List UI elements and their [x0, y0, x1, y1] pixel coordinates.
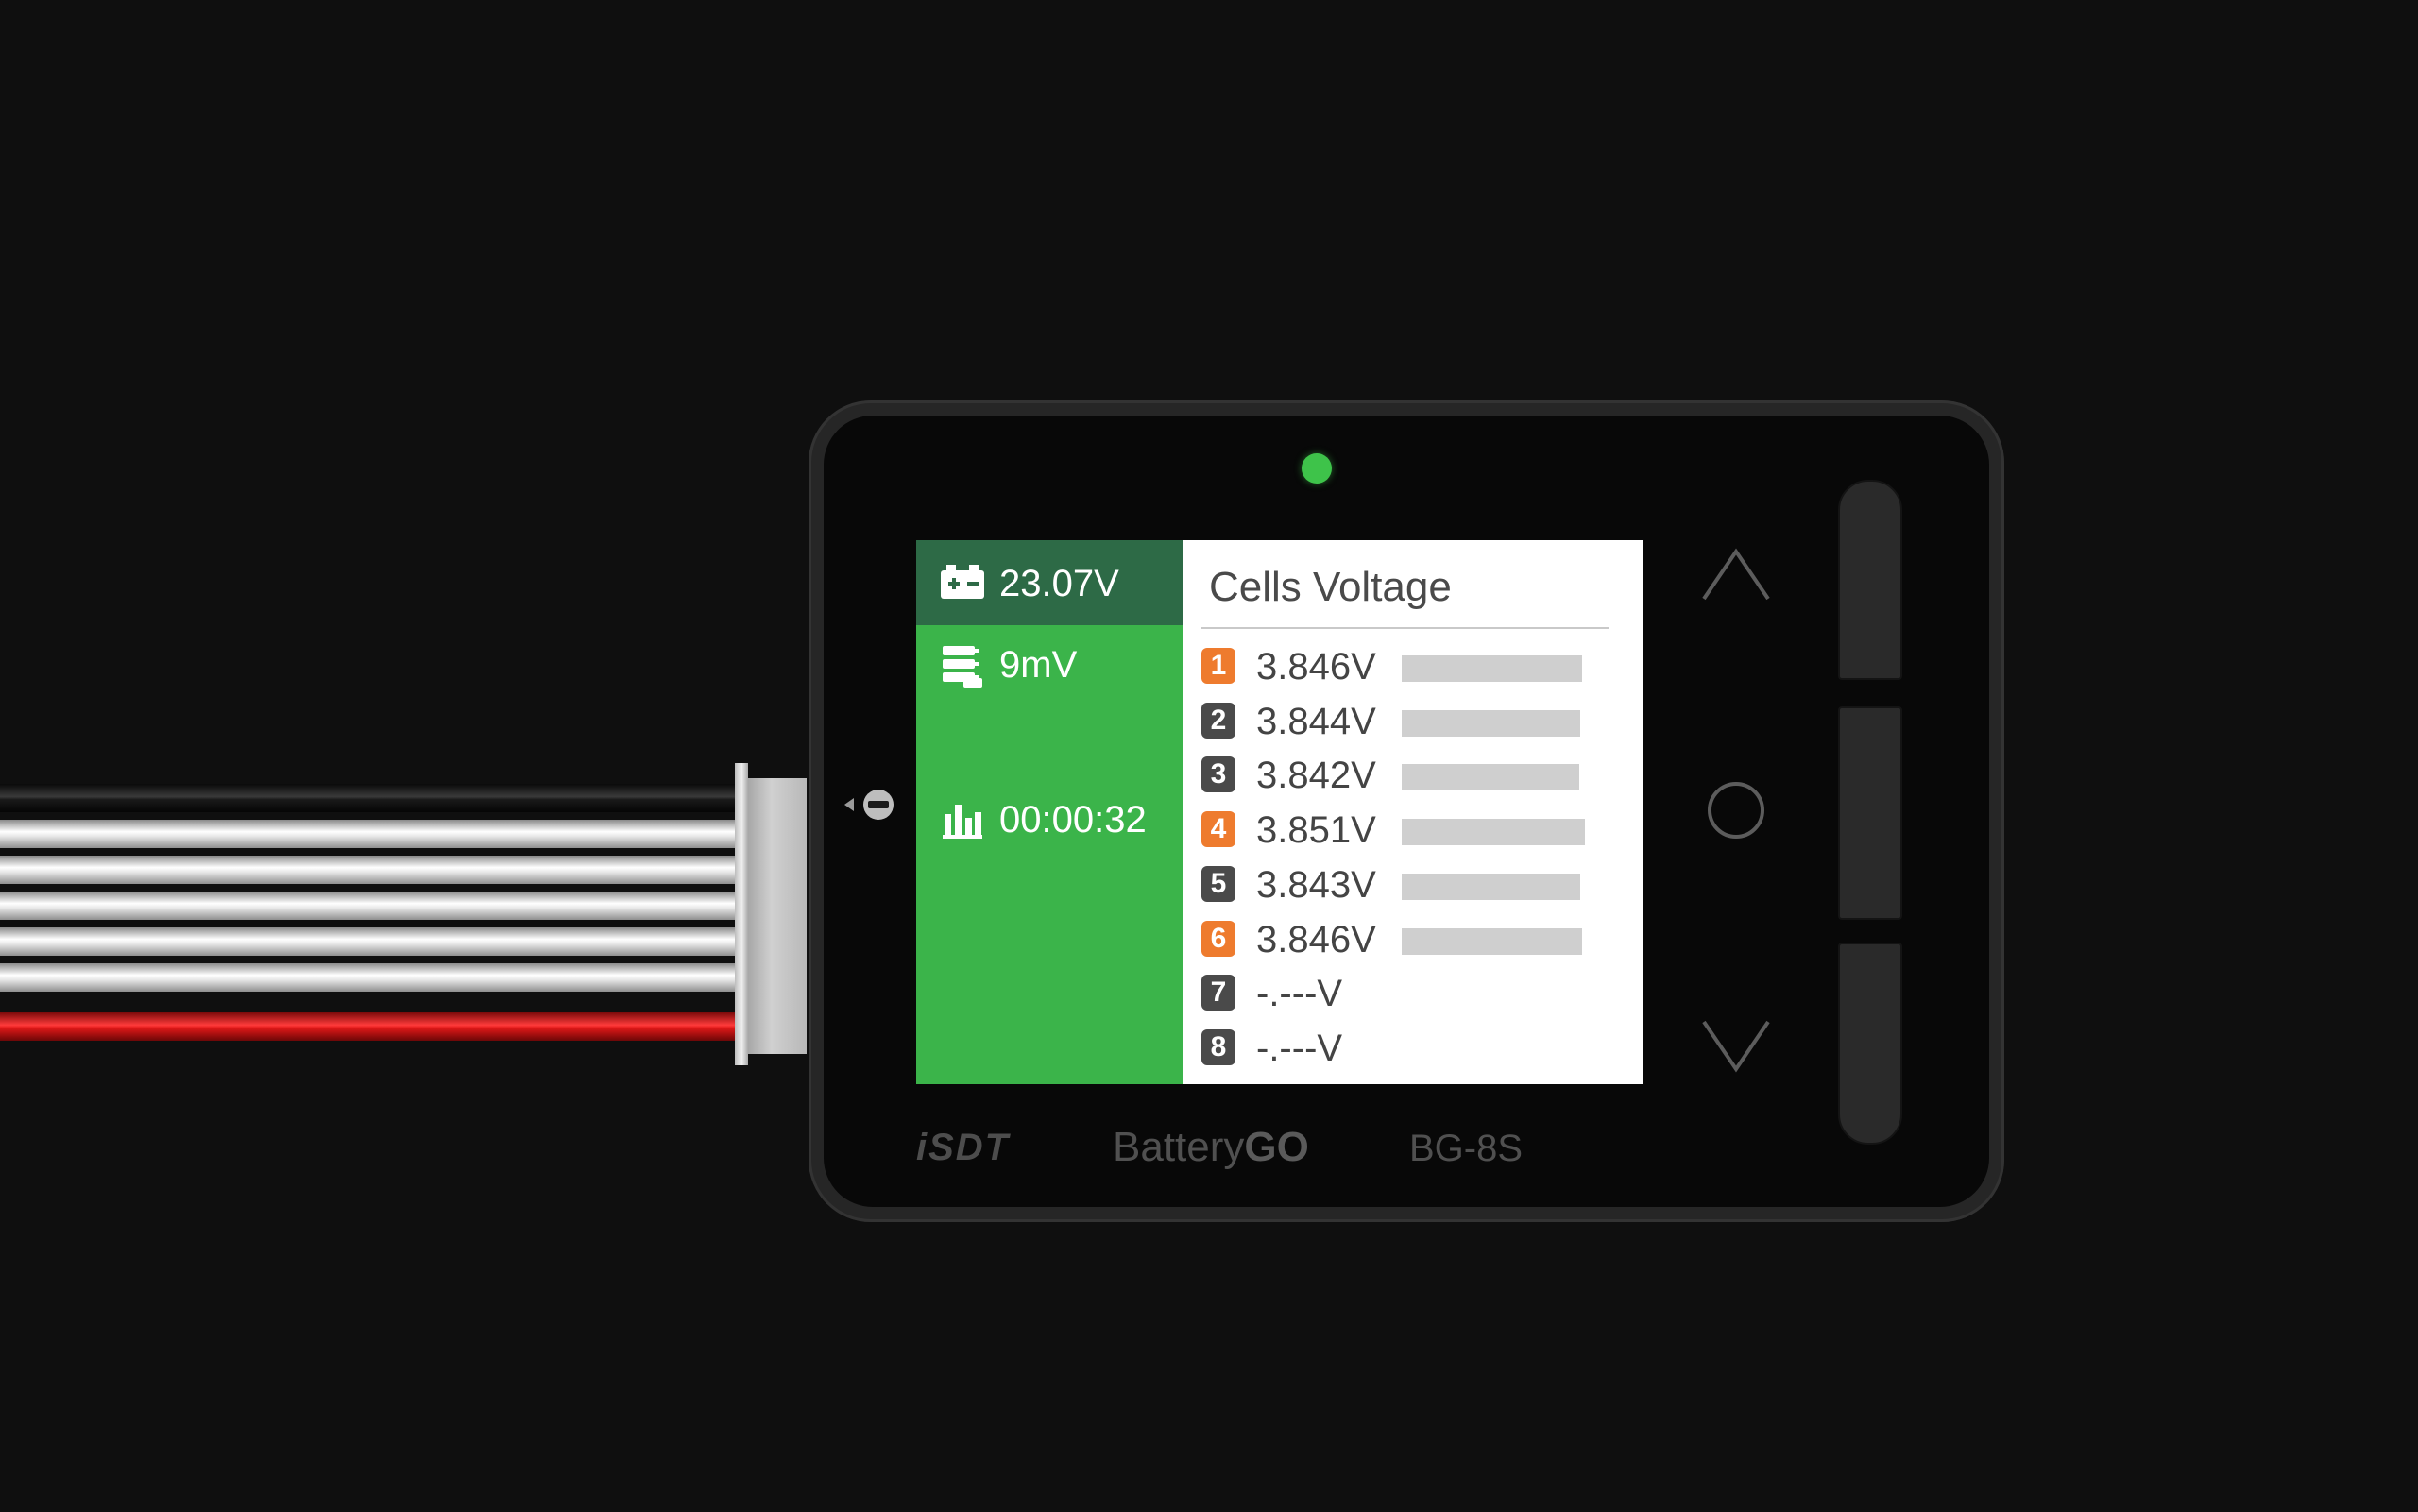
cell-voltage-value: -.---V [1256, 1027, 1343, 1069]
cell-voltage-bar [1402, 927, 1582, 955]
product-name-suffix: GO [1244, 1124, 1309, 1170]
cell-row: 7 -.---V [1201, 971, 1626, 1016]
cell-voltage-value: 3.846V [1256, 646, 1376, 688]
circle-icon [1708, 782, 1764, 839]
wire-white [0, 856, 741, 884]
battery-icon [941, 565, 984, 599]
model-name: BG-8S [1409, 1128, 1524, 1169]
cell-row: 1 3.846V [1201, 644, 1626, 689]
cell-row: 5 3.843V [1201, 862, 1626, 908]
cells-voltage-panel: Cells Voltage 1 3.846V 2 3.844V 3 3.842V 4 3.85… [1183, 540, 1643, 1084]
cell-voltage-bar [1402, 819, 1585, 846]
wire-white [0, 820, 741, 848]
select-button[interactable] [1838, 706, 1902, 920]
cell-voltage-value: 3.844V [1256, 700, 1376, 742]
cell-row: 3 3.842V [1201, 753, 1626, 798]
cell-index-badge: 8 [1201, 1028, 1235, 1065]
wire-red [0, 1012, 741, 1041]
chevron-down-icon [1702, 1020, 1770, 1073]
down-button[interactable] [1838, 943, 1902, 1145]
wire-white [0, 963, 741, 992]
panel-title: Cells Voltage [1209, 564, 1452, 610]
lcd-screen: 23.07V 9mV 00:00:32 Cells Voltage [916, 540, 1643, 1084]
difference-voltage-value: 9mV [999, 644, 1078, 686]
summary-panel: 23.07V 9mV 00:00:32 [916, 540, 1183, 1084]
product-name-prefix: Battery [1113, 1124, 1245, 1170]
cell-index-badge: 7 [1201, 975, 1235, 1011]
title-divider [1201, 627, 1609, 629]
cell-index-badge: 3 [1201, 756, 1235, 793]
chevron-up-icon [1702, 548, 1770, 601]
cell-row: 8 -.---V [1201, 1026, 1626, 1071]
wire-white [0, 927, 741, 956]
cell-voltage-value: 3.843V [1256, 863, 1376, 906]
up-button[interactable] [1838, 480, 1902, 680]
cell-row: 2 3.844V [1201, 699, 1626, 744]
cell-index-badge: 2 [1201, 702, 1235, 739]
wire-black [0, 784, 741, 812]
cell-voltage-bar [1402, 764, 1579, 791]
cell-voltage-bar [1402, 709, 1581, 737]
wire-white [0, 892, 741, 920]
cell-voltage-value: 3.846V [1256, 918, 1376, 960]
cell-voltage-value: 3.851V [1256, 809, 1376, 852]
cell-voltage-bar [1402, 873, 1580, 900]
connector-flange [735, 763, 748, 1065]
cell-stack-icon [943, 646, 982, 688]
total-voltage-value: 23.07V [999, 563, 1119, 604]
cell-index-badge: 4 [1201, 811, 1235, 848]
cell-voltage-value: 3.842V [1256, 755, 1376, 797]
cell-index-badge: 5 [1201, 865, 1235, 902]
cell-voltage-bar [1402, 655, 1582, 682]
cell-row: 4 3.851V [1201, 807, 1626, 853]
connector-plug [748, 778, 807, 1054]
elapsed-time-value: 00:00:32 [999, 799, 1147, 841]
product-name: BatteryGO [1113, 1124, 1309, 1171]
cell-voltage-value: -.---V [1256, 973, 1343, 1015]
balance-lead-cable [0, 784, 741, 1048]
bar-chart-icon [943, 805, 982, 839]
cell-row: 6 3.846V [1201, 917, 1626, 962]
cell-index-badge: 6 [1201, 920, 1235, 957]
status-led [1302, 453, 1332, 484]
port-minus-icon [844, 790, 894, 820]
cell-index-badge: 1 [1201, 648, 1235, 684]
brand-logo: iSDT [916, 1127, 1011, 1168]
